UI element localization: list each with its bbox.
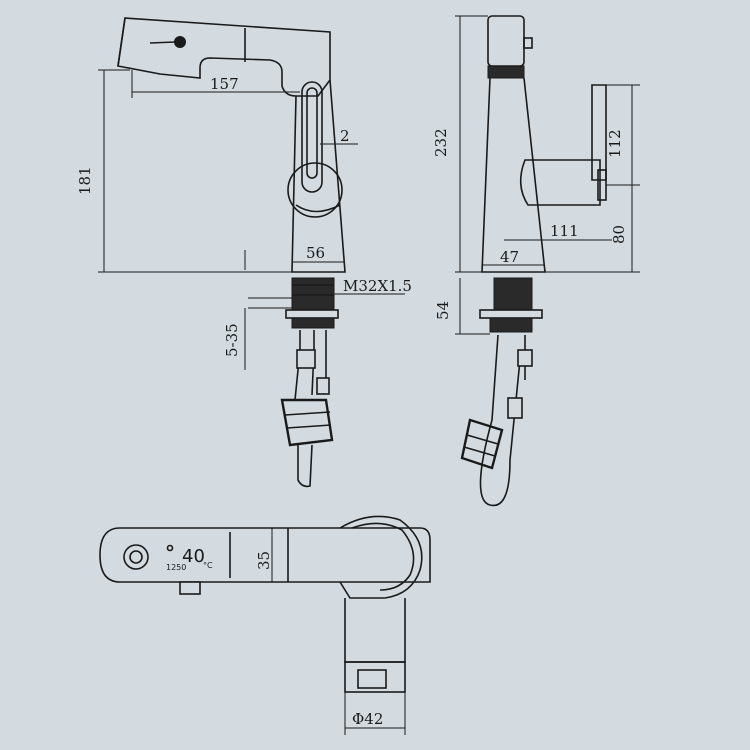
spout-slot-line — [149, 41, 176, 44]
handle-sweep — [295, 204, 341, 213]
side-handle — [519, 159, 601, 206]
side-fitting-2 — [507, 397, 523, 419]
side-thread-nut — [493, 277, 533, 311]
spout-head — [117, 17, 331, 97]
dim-2: 2 — [340, 127, 350, 145]
handle-knob — [287, 162, 343, 218]
slide-slot-inner — [306, 87, 318, 179]
dim-phi42: Φ42 — [352, 710, 383, 728]
top-button-ring — [123, 544, 149, 570]
dim-5-35: 5-35 — [223, 323, 241, 357]
dim-56: 56 — [306, 244, 325, 262]
side-body — [481, 77, 546, 273]
dim-111: 111 — [550, 222, 579, 240]
top-view: 40 °C 1250 35 Φ42 — [99, 515, 431, 735]
top-button-tab — [179, 581, 201, 595]
spout-face — [117, 17, 126, 67]
side-aerator — [487, 65, 525, 79]
top-base-slot — [357, 669, 387, 689]
side-fitting — [517, 349, 533, 367]
hose-loop — [297, 444, 313, 488]
side-lock-nut — [489, 317, 533, 333]
dim-35: 35 — [255, 551, 273, 570]
dim-181: 181 — [76, 166, 94, 195]
slide-slot — [301, 81, 323, 193]
front-view: 157 181 2 56 M32X1.5 5-35 — [76, 17, 412, 488]
side-hose-weight — [460, 418, 504, 470]
washer — [285, 309, 339, 319]
side-lever-plate — [591, 84, 607, 181]
side-hose — [479, 334, 521, 507]
dim-47: 47 — [500, 248, 519, 266]
dim-112: 112 — [606, 129, 624, 158]
dim-232: 232 — [432, 128, 450, 157]
side-button — [523, 37, 533, 49]
top-base — [344, 598, 406, 663]
dim-thread: M32X1.5 — [343, 277, 412, 295]
top-button — [129, 550, 143, 564]
top-base-foot — [344, 661, 406, 693]
side-spout-cap — [487, 15, 525, 67]
dim-80: 80 — [610, 225, 628, 244]
dim-157: 157 — [210, 75, 239, 93]
thermo-icon — [166, 544, 174, 552]
top-spout-body — [99, 527, 431, 583]
hose-weight — [280, 398, 334, 447]
thread-nut — [291, 277, 335, 311]
side-washer — [479, 309, 543, 319]
side-view: 232 112 80 111 47 54 — [432, 15, 640, 507]
display-temperature: 40 — [182, 546, 205, 567]
lock-nut — [291, 317, 335, 329]
top-handle — [339, 515, 423, 599]
display-unit: °C — [203, 561, 213, 570]
hose-fitting — [296, 349, 316, 369]
hose-fitting-2 — [316, 377, 330, 395]
display-flow: 1250 — [166, 563, 186, 572]
dim-54: 54 — [434, 301, 452, 320]
spout-button-icon — [174, 36, 186, 48]
